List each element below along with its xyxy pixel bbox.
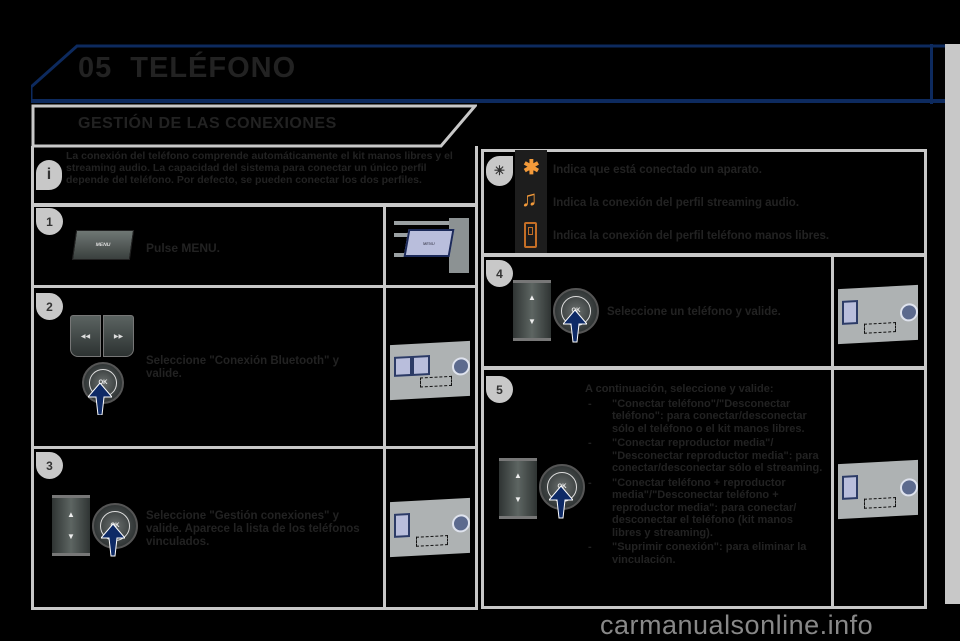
up-down-rocker[interactable]: ▲ ▼ — [513, 280, 551, 341]
option-delete-connection: "Suprimir conexión": para eliminar la vi… — [585, 541, 825, 566]
chapter-number: 05 — [78, 52, 113, 84]
step-3-display-illustration — [390, 497, 470, 558]
down-arrow-icon[interactable]: ▼ — [514, 495, 522, 504]
step-3-text: Seleccione "Gestión conexiones" y valide… — [146, 510, 360, 548]
seek-back-button[interactable]: ◀◀ — [70, 315, 101, 357]
step-1-badge: 1 — [36, 208, 63, 235]
chapter-title-text: TELÉFONO — [130, 52, 297, 84]
music-note-icon: ♫ — [521, 186, 538, 211]
divider — [383, 446, 386, 610]
up-arrow-icon[interactable]: ▲ — [514, 471, 522, 480]
step-2-badge: 2 — [36, 293, 63, 320]
section-title: GESTIÓN DE LAS CONEXIONES — [78, 115, 337, 132]
step-5-badge: 5 — [486, 376, 513, 403]
up-arrow-icon[interactable]: ▲ — [528, 293, 536, 302]
watermark: carmanualsonline.info — [600, 610, 874, 640]
light-icon: ☀ — [486, 156, 513, 186]
step-1-dashboard-illustration: MENU — [389, 213, 474, 278]
step-2-text: Seleccione "Conexión Bluetooth" y valide… — [146, 355, 340, 380]
step-5-box — [481, 367, 927, 609]
step-4-badge: 4 — [486, 260, 513, 287]
up-down-rocker[interactable]: ▲ ▼ — [499, 458, 537, 519]
option-connect-phone: "Conectar teléfono"/"Desconectar teléfon… — [585, 398, 825, 436]
page-side-tab — [945, 44, 960, 604]
step-5-options: A continuación, seleccione y valide: "Co… — [585, 383, 825, 568]
step-4-display-illustration — [838, 284, 918, 345]
step-1-text: Pulse MENU. — [146, 241, 221, 255]
step-3-badge: 3 — [36, 452, 63, 479]
seek-forward-button[interactable]: ▶▶ — [103, 315, 134, 357]
chapter-header-frame — [31, 44, 956, 103]
press-arrow-icon — [549, 485, 573, 519]
press-arrow-icon — [88, 383, 112, 415]
press-arrow-icon — [101, 523, 125, 557]
legend-bluetooth-text: Indica que está conectado un aparato. — [553, 164, 762, 176]
bluetooth-icon: ✱ — [523, 157, 540, 179]
option-connect-both: "Conectar teléfono + reproductor media"/… — [585, 477, 825, 540]
option-connect-media: "Conectar reproductor media"/ "Desconect… — [585, 437, 825, 475]
status-icon-strip — [515, 150, 547, 253]
legend-handsfree-text: Indica la conexión del perfil teléfono m… — [553, 230, 830, 242]
down-arrow-icon[interactable]: ▼ — [528, 317, 536, 326]
step-3-box — [31, 446, 478, 610]
press-arrow-icon — [563, 309, 587, 343]
step-5-intro: A continuación, seleccione y valide: — [585, 383, 774, 395]
up-down-rocker[interactable]: ▲ ▼ — [52, 495, 90, 556]
divider — [383, 204, 386, 288]
legend-streaming-text: Indica la conexión del perfil streaming … — [553, 197, 800, 209]
up-arrow-icon[interactable]: ▲ — [67, 510, 75, 519]
menu-button[interactable]: MENU — [71, 230, 135, 260]
divider — [831, 254, 834, 369]
chapter-title: 05 TELÉFONO — [78, 52, 296, 85]
mobile-phone-icon — [524, 222, 537, 248]
info-note-text: La conexión del teléfono comprende autom… — [66, 150, 453, 186]
header-box-right-edge — [930, 44, 933, 104]
menu-button-highlight: MENU — [403, 229, 455, 257]
info-icon: i — [36, 160, 62, 190]
down-arrow-icon[interactable]: ▼ — [67, 532, 75, 541]
step-2-display-illustration — [390, 340, 470, 401]
divider — [383, 285, 386, 449]
step-4-text: Seleccione un teléfono y valide. — [607, 306, 781, 318]
divider — [831, 367, 834, 609]
seek-buttons: ◀◀ ▶▶ — [70, 315, 134, 357]
step-5-display-illustration — [838, 459, 918, 520]
section-header-frame — [31, 104, 477, 148]
